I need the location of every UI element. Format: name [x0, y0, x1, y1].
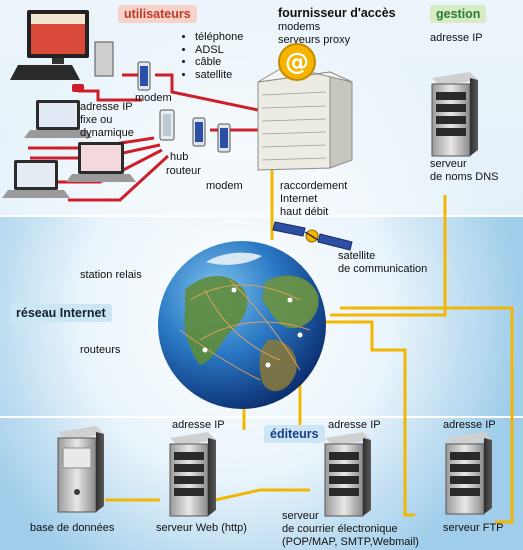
label-base-de-donnees: base de données [30, 522, 115, 534]
label-raccordement-2: Internet [280, 193, 318, 205]
label-hub: hub [170, 151, 189, 163]
label-mail-2: de courrier électronique [282, 523, 398, 535]
fai-title: fournisseur d'accès [278, 6, 396, 20]
connection-type-item: satellite [195, 69, 243, 82]
label-satellite-2: de communication [338, 263, 428, 275]
label-raccordement-1: raccordement [280, 180, 348, 192]
fai-line-2: serveurs proxy [278, 34, 351, 46]
fai-line-1: modems [278, 21, 321, 33]
at-sign-icon: @ [278, 43, 316, 81]
label-modem-mid: modem [206, 180, 243, 192]
label-mail-1: serveur [282, 510, 319, 522]
server-tower-icon [445, 432, 492, 515]
header-gestion: gestion [430, 5, 487, 23]
laptop-icon [24, 100, 92, 138]
connection-type-item: ADSL [195, 44, 243, 57]
laptop-icon [2, 160, 70, 198]
label-satellite-1: satellite [338, 250, 376, 262]
header-utilisateurs: utilisateurs [118, 5, 197, 23]
database-server-icon [57, 426, 104, 513]
laptop-icon [66, 142, 136, 182]
server-tower-icon [324, 432, 371, 517]
label-ip-line-2: fixe ou [80, 114, 113, 126]
svg-text:@: @ [285, 48, 309, 76]
router-icon [192, 117, 206, 147]
connection-types-list: téléphone ADSL câble satellite [183, 31, 243, 81]
label-routeurs: routeurs [80, 344, 121, 356]
connection-type-item: câble [195, 56, 243, 69]
label-ftp-ip: adresse IP [443, 419, 496, 431]
label-modem-top: modem [135, 92, 172, 104]
label-ip-line-1: adresse IP [80, 101, 133, 113]
modem-icon [137, 61, 151, 91]
desktop-computer-icon [10, 10, 114, 92]
label-mail-ip: adresse IP [328, 419, 381, 431]
label-routeur: routeur [166, 165, 201, 177]
label-serveur-web: serveur Web (http) [156, 522, 247, 534]
hub-icon [159, 109, 175, 141]
server-tower-icon [431, 72, 478, 157]
label-dns-2: de noms DNS [430, 171, 499, 183]
header-editeurs: éditeurs [264, 425, 325, 443]
globe-icon [158, 241, 326, 409]
satellite-icon [272, 221, 353, 251]
label-gestion-ip: adresse IP [430, 32, 483, 44]
modem-icon [217, 123, 231, 153]
label-ip-line-3: dynamique [80, 127, 134, 139]
label-raccordement-3: haut débit [280, 206, 329, 218]
label-mail-3: (POP/MAP, SMTP,Webmail) [282, 536, 419, 548]
server-tower-icon [169, 432, 216, 517]
label-station-relais: station relais [80, 269, 142, 281]
connection-type-item: téléphone [195, 31, 243, 44]
header-reseau-internet: réseau Internet [10, 304, 112, 322]
label-web-ip: adresse IP [172, 419, 225, 431]
isp-building-icon [257, 65, 353, 171]
label-dns-1: serveur [430, 158, 467, 170]
label-serveur-ftp: serveur FTP [443, 522, 504, 534]
